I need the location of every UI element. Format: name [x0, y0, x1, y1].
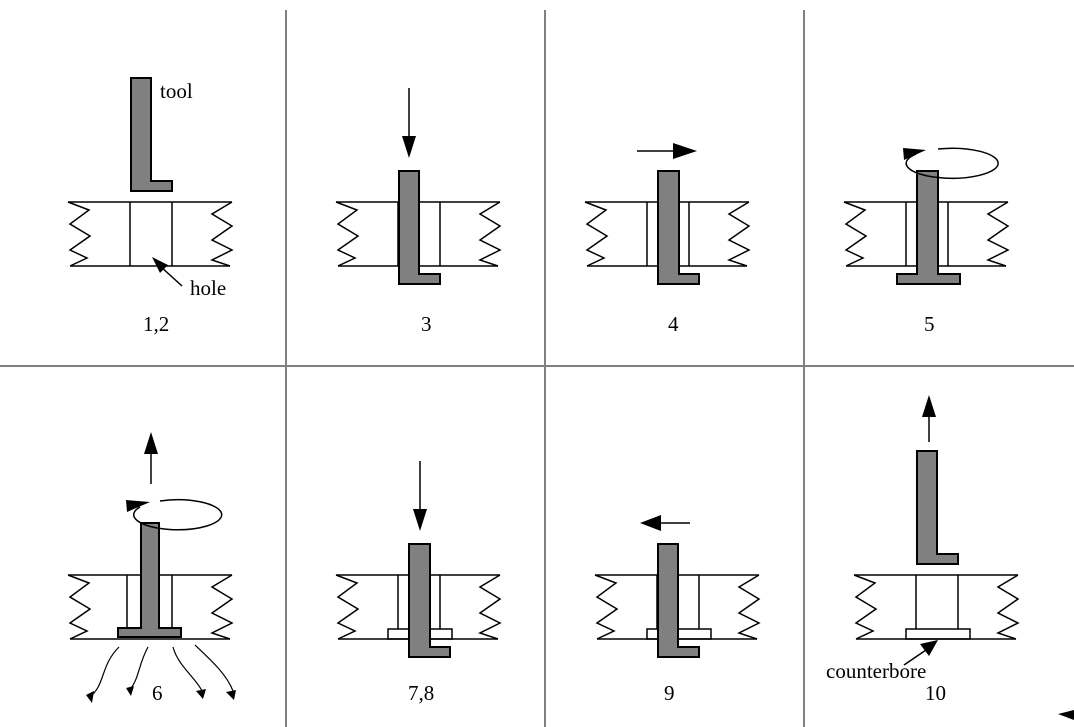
tool: [916, 450, 959, 565]
up-arrow: [144, 432, 158, 484]
tool: [130, 77, 173, 192]
tool: [657, 170, 700, 285]
panel-step-5: 5: [843, 147, 1009, 336]
hole-pointer-arrow: [152, 257, 183, 287]
tool: [408, 543, 451, 658]
panel-step-6: 6: [67, 432, 236, 705]
up-arrow: [922, 395, 936, 442]
tool: [657, 543, 700, 658]
step-label: 4: [668, 312, 679, 336]
workpiece: [67, 201, 233, 267]
counterbore-label: counterbore: [826, 659, 926, 683]
hole-label: hole: [190, 276, 226, 300]
rotation-arrow: [126, 498, 223, 531]
panel-grid: [0, 10, 1074, 727]
panel-step-9: 9: [594, 515, 760, 705]
chip-curls: [86, 644, 236, 703]
step-label: 10: [925, 681, 946, 705]
step-label: 6: [152, 681, 163, 705]
step-label: 3: [421, 312, 432, 336]
counterbore-pointer-arrow: [903, 640, 938, 666]
down-arrow: [413, 461, 427, 531]
left-arrow: [640, 515, 690, 531]
right-arrow: [637, 143, 697, 159]
step-label: 9: [664, 681, 675, 705]
panel-step-10: counterbore 10: [826, 395, 1019, 705]
corner-arrowhead: [1058, 710, 1074, 720]
tool: [117, 522, 182, 638]
rotation-arrow: [903, 147, 999, 179]
tool-label: tool: [160, 79, 193, 103]
tool: [398, 170, 441, 285]
step-label: 7,8: [408, 681, 434, 705]
panel-step-3: 3: [335, 88, 501, 336]
step-label: 1,2: [143, 312, 169, 336]
panel-step-4: 4: [584, 143, 750, 336]
down-arrow: [402, 88, 416, 158]
step-label: 5: [924, 312, 935, 336]
tool: [896, 170, 961, 285]
panel-step-7-8: 7,8: [335, 461, 501, 705]
workpiece: [853, 574, 1019, 640]
panel-step-1-2: tool hole 1,2: [67, 77, 233, 336]
